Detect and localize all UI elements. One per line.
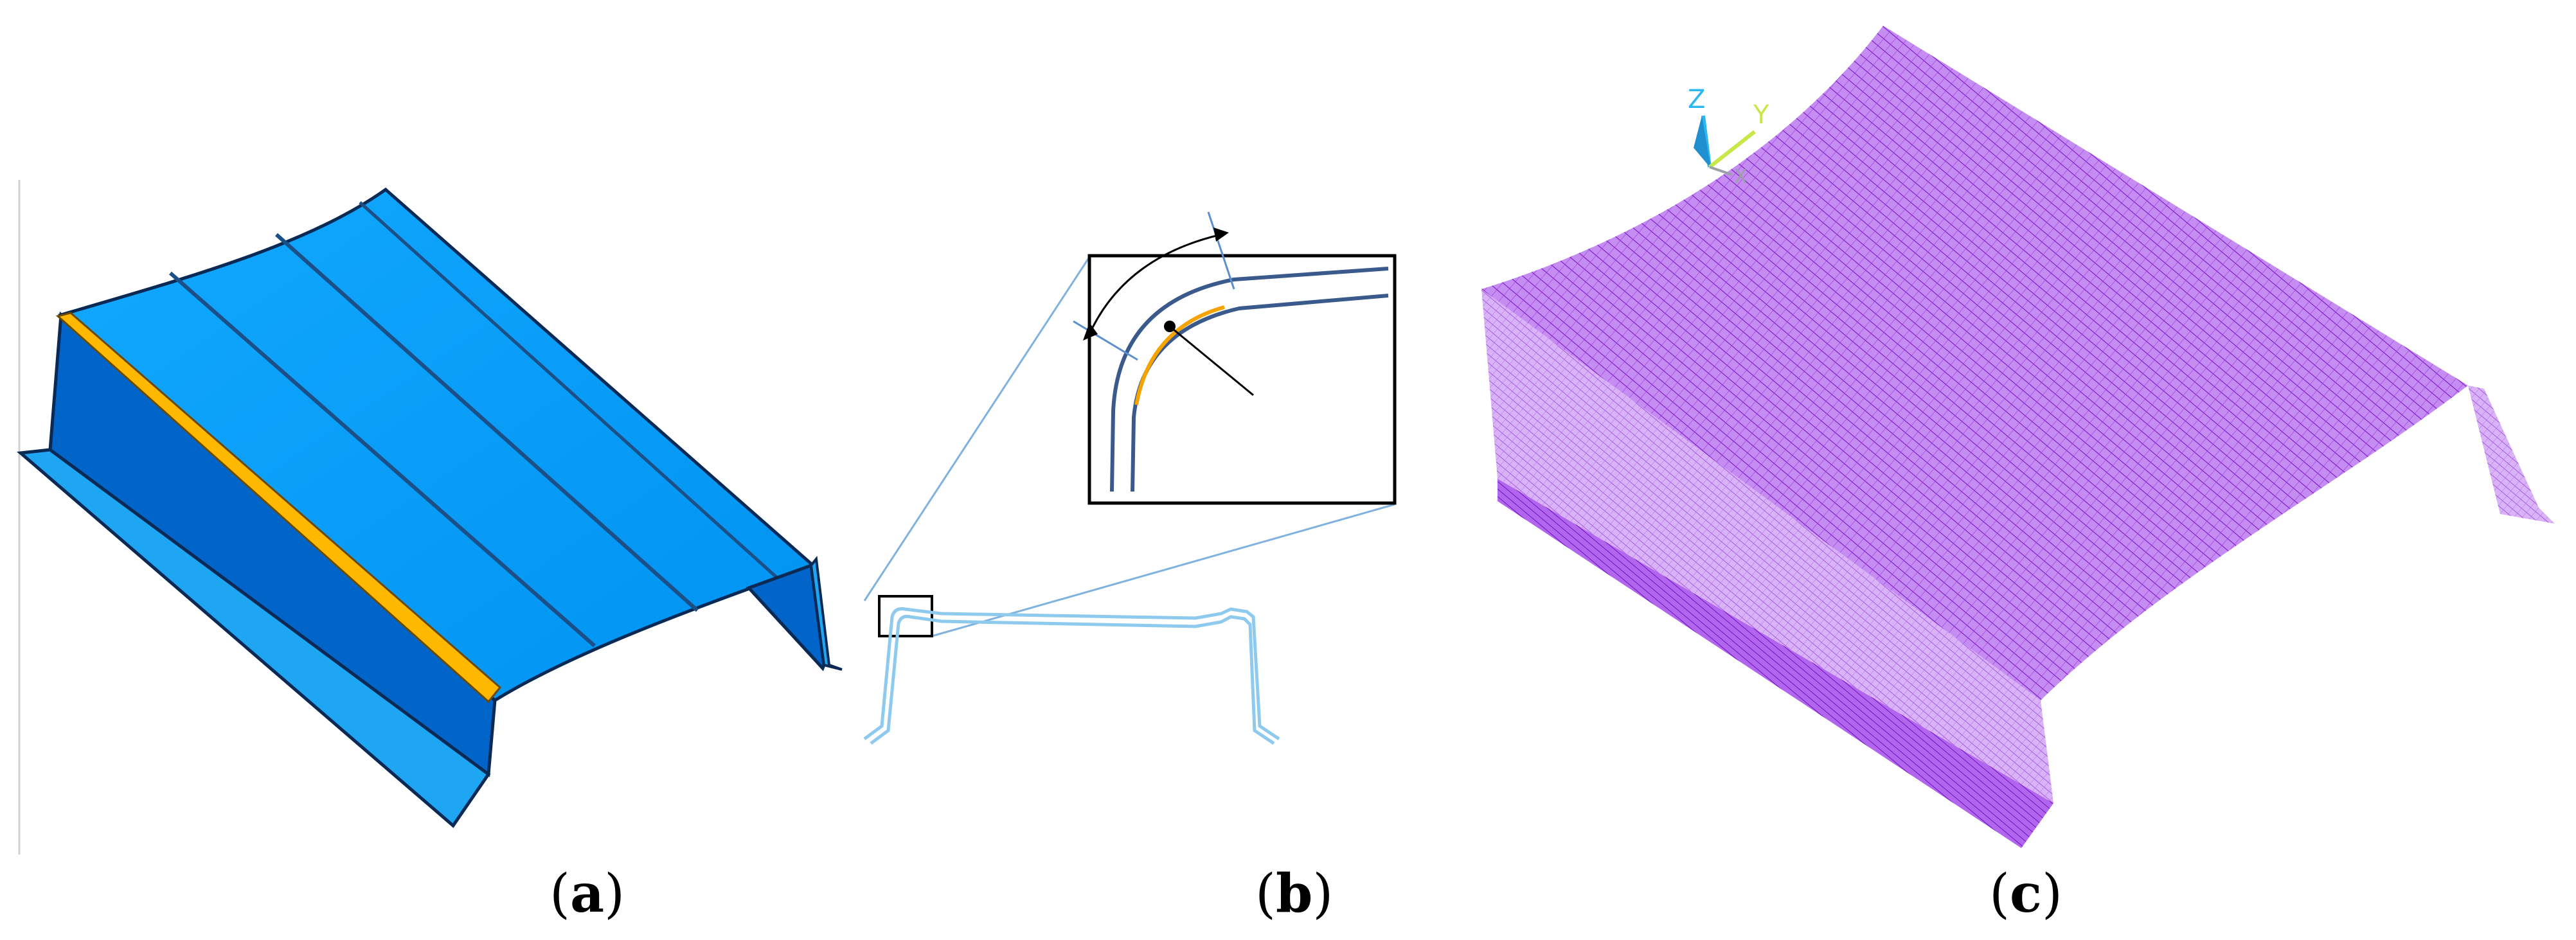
caption-c-letter: c — [2010, 863, 2042, 925]
angle-arrowhead-left — [1083, 323, 1098, 341]
caption-b: (b) — [1255, 863, 1334, 925]
rib-3 — [359, 201, 779, 580]
triad-x-label: X — [1734, 166, 1748, 188]
caption-a: (a) — [550, 863, 625, 925]
mesh-top-surface — [1481, 26, 2468, 700]
bend-mid-arc — [1134, 305, 1225, 405]
bend-center-point — [1164, 321, 1176, 332]
radius-line — [1169, 325, 1254, 396]
mesh-right-side-wall — [2468, 386, 2555, 524]
zoom-line-upper — [863, 256, 1091, 601]
panel-a-3d-model — [17, 180, 843, 855]
angle-ref-line-2 — [1207, 211, 1235, 290]
rib-2 — [275, 233, 699, 612]
rib-1 — [169, 271, 596, 648]
panel-b-cross-section — [863, 211, 1397, 745]
triad-z-label: Z — [1688, 85, 1705, 114]
mesh-left-flange — [1498, 479, 2053, 848]
locator-box — [878, 595, 933, 637]
bend-outer-line — [1110, 267, 1389, 492]
triad-y-axis — [1708, 130, 1756, 169]
angle-arrowhead-right — [1213, 227, 1229, 242]
triad-x-axis — [1709, 166, 1733, 176]
caption-c: (c) — [1989, 863, 2062, 925]
hat-profile-outer — [863, 607, 1280, 741]
caption-a-letter: a — [570, 863, 605, 925]
caption-b-letter: b — [1276, 863, 1313, 925]
panel-c-fe-mesh: Z Y X — [1481, 26, 2555, 848]
mesh-left-side-wall — [1481, 289, 2053, 803]
triad-y-label: Y — [1753, 100, 1769, 130]
triad-z-cone — [1694, 116, 1711, 168]
angle-arrow-arc — [1088, 233, 1222, 335]
right-flange — [809, 556, 843, 671]
hat-profile-inner — [870, 615, 1275, 745]
highlight-corner-strip — [55, 312, 502, 704]
angle-ref-line-1 — [1073, 320, 1138, 361]
zoom-inset-frame — [1087, 254, 1397, 505]
